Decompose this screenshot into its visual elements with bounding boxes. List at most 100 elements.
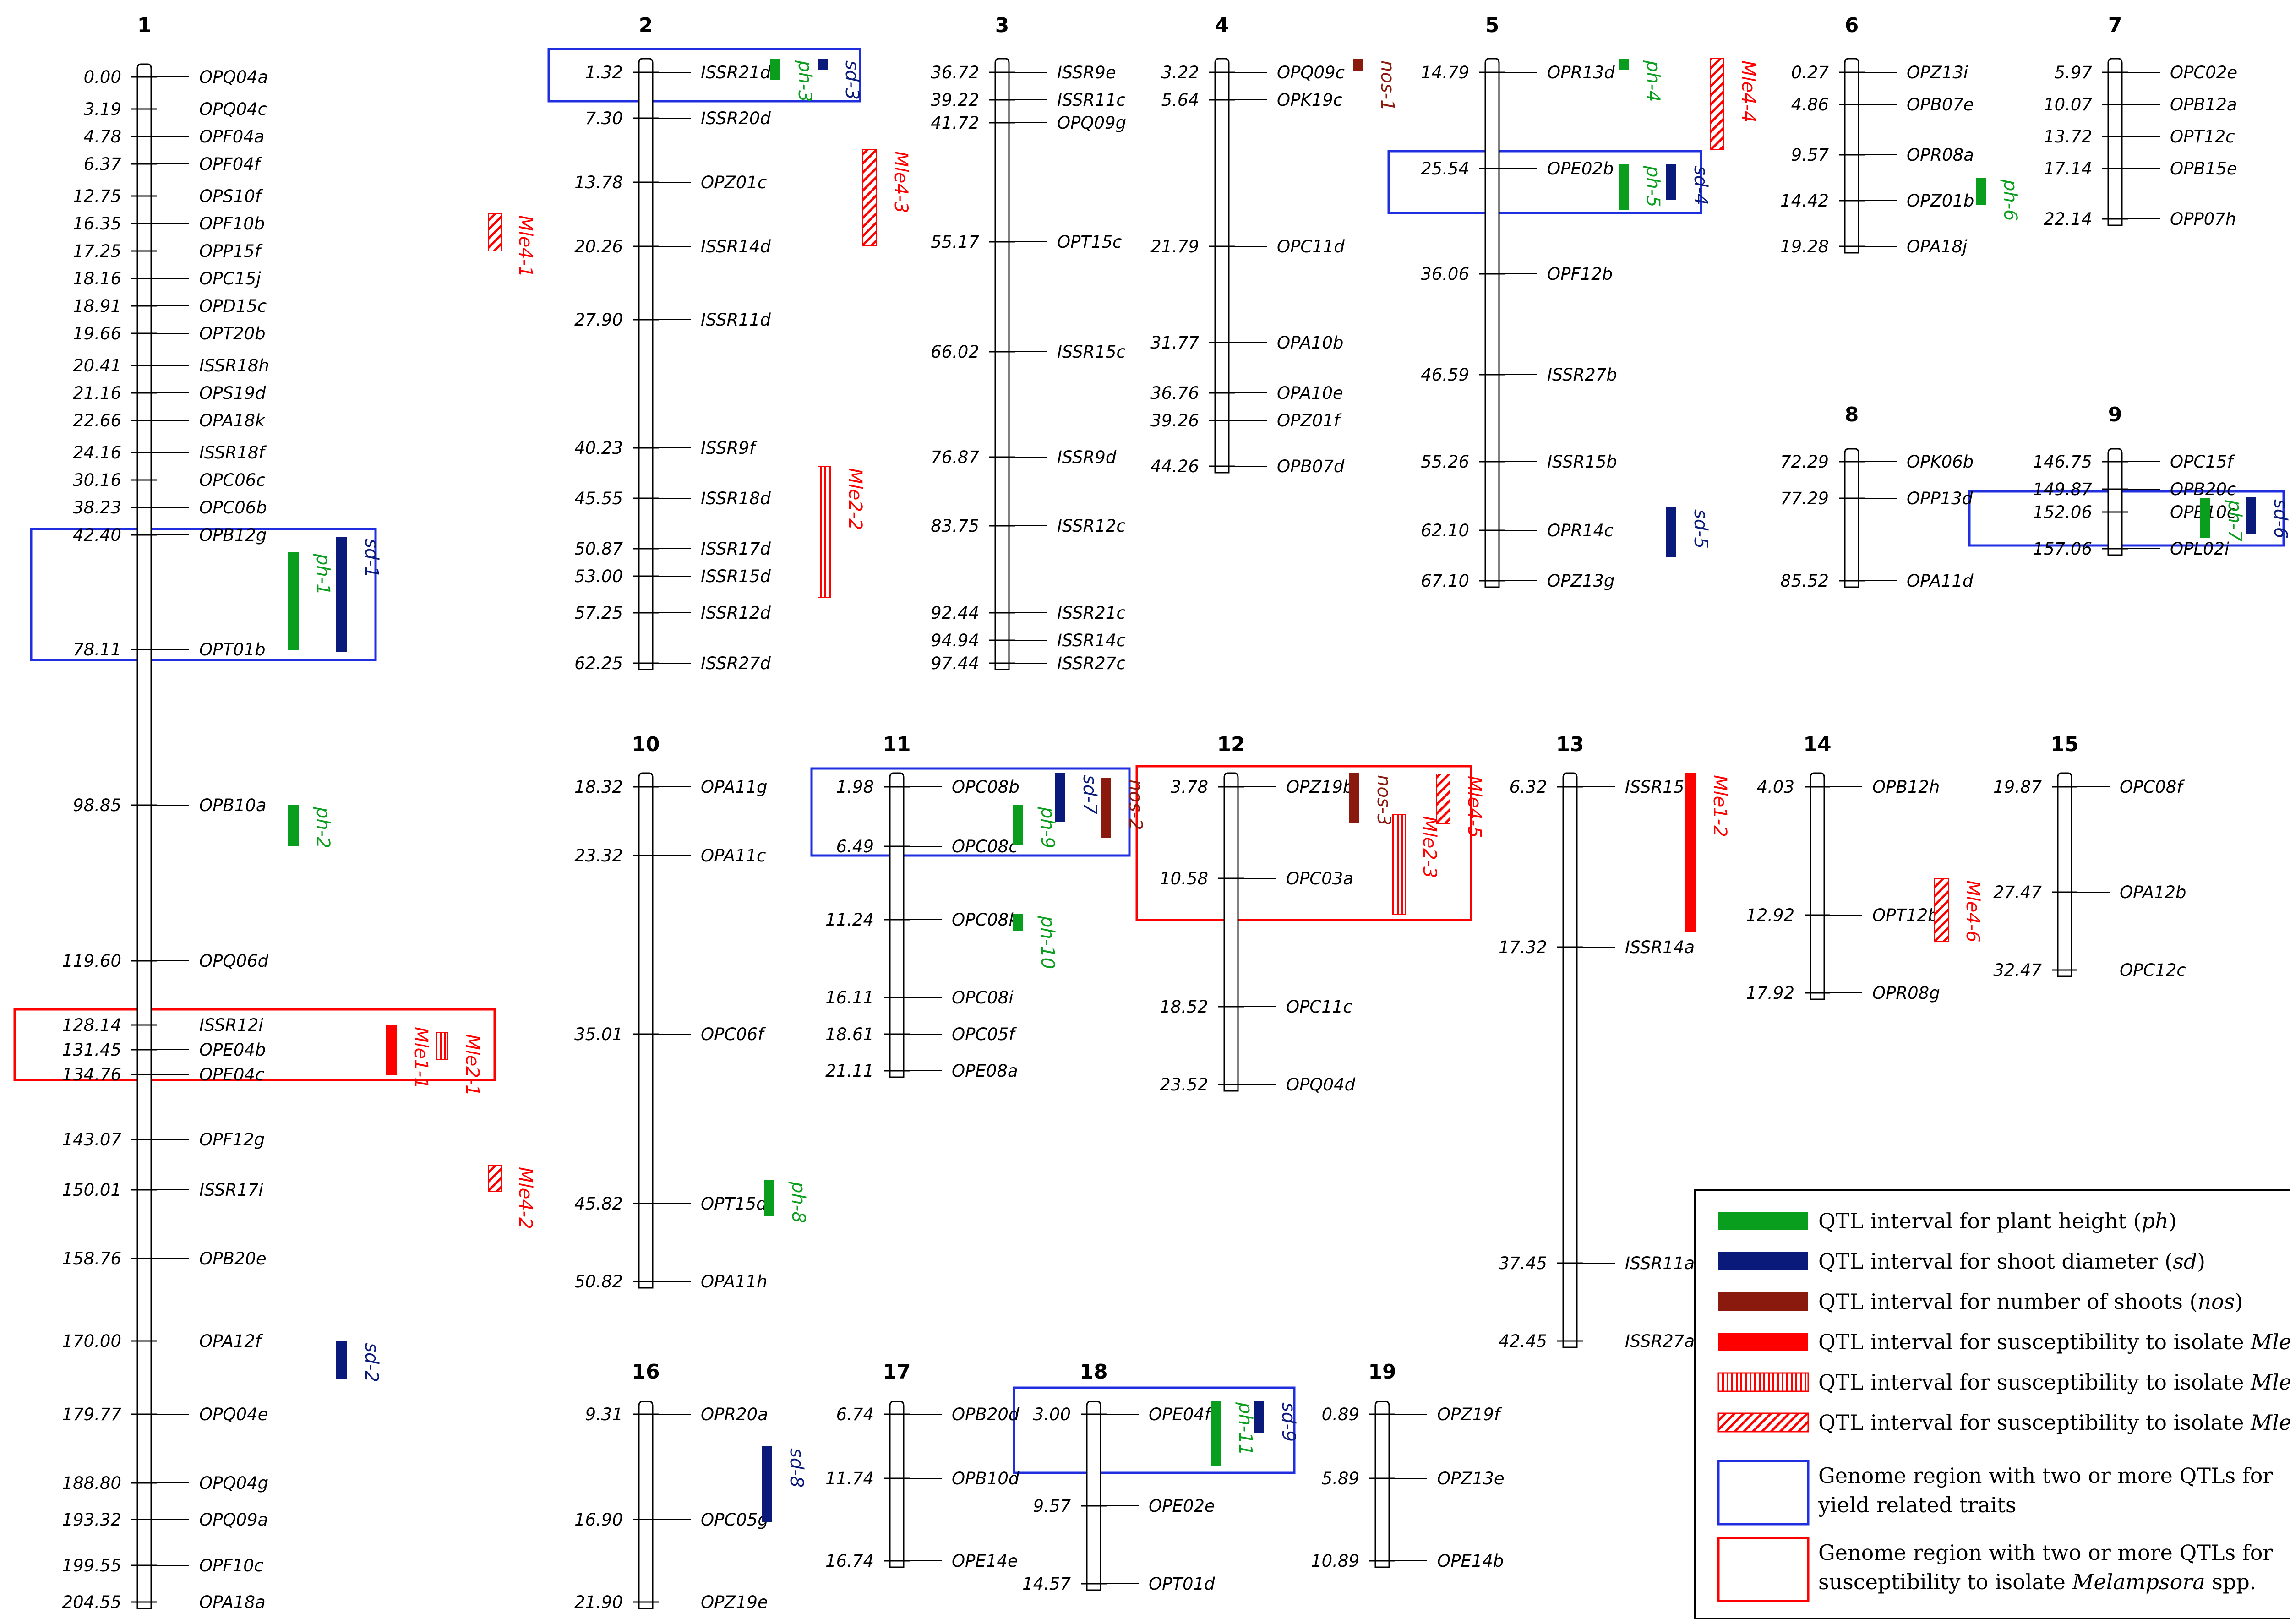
legend-item-sd: QTL interval for shoot diameter (sd): [1718, 1249, 2205, 1274]
marker-position: 6.49: [836, 837, 874, 856]
linkage-group-title: 15: [2050, 733, 2078, 756]
legend-item-Mle4: QTL interval for susceptibility to isola…: [1718, 1410, 2290, 1435]
marker-name: OPC05g: [701, 1510, 769, 1530]
qtl-label: ph-5: [1642, 165, 1663, 207]
legend-item-Mle2: QTL interval for susceptibility to isola…: [1718, 1370, 2290, 1395]
marker-position: 16.74: [825, 1551, 874, 1571]
marker-position: 157.06: [2033, 539, 2092, 559]
qtl-label: sd-8: [786, 1448, 807, 1488]
qtl-label: sd-3: [841, 60, 862, 100]
qtl-label: ph-4: [1642, 60, 1663, 102]
linkage-group-title: 19: [1368, 1360, 1396, 1384]
marker-name: OPB12h: [1872, 777, 1940, 797]
marker-name: OPB07d: [1277, 457, 1345, 476]
legend-text: QTL interval for susceptibility to isola…: [1818, 1330, 2290, 1354]
marker-position: 152.06: [2033, 502, 2092, 522]
qtl-label: sd-7: [1079, 775, 1100, 815]
marker-name: OPB10d: [952, 1469, 1020, 1488]
marker-position: 0.89: [1322, 1405, 1359, 1424]
marker-position: 22.66: [73, 411, 121, 431]
legend-swatch: [1718, 1212, 1808, 1230]
marker-position: 16.90: [574, 1510, 623, 1530]
legend-swatch: [1718, 1333, 1808, 1351]
qtl-bar-sd-9: [1254, 1401, 1264, 1433]
marker-name: OPE02b: [1547, 159, 1614, 179]
marker-position: 0.27: [1791, 63, 1829, 82]
marker-position: 13.72: [2044, 127, 2092, 147]
chromosome-bar: [638, 58, 654, 670]
marker-position: 30.16: [73, 470, 121, 490]
yield-region-box-lg11: [810, 767, 1131, 857]
legend-text: QTL interval for plant height (ph): [1818, 1209, 2177, 1233]
marker-name: OPZ19e: [701, 1592, 768, 1612]
marker-position: 76.87: [931, 447, 979, 467]
qtl-bar-ph-4: [1619, 59, 1629, 70]
marker-position: 22.14: [2044, 209, 2092, 229]
legend-text: QTL interval for susceptibility to isola…: [1818, 1370, 2290, 1395]
marker-position: 32.47: [1993, 960, 2042, 980]
chromosome-bar: [136, 63, 152, 1609]
marker-position: 62.25: [574, 654, 623, 673]
marker-position: 19.66: [73, 324, 121, 343]
marker-name: OPZ13g: [1547, 571, 1614, 591]
qtl-bar-Mle1-2: [1685, 773, 1696, 932]
legend-text: Genome region with two or more QTLs for: [1818, 1463, 2273, 1488]
qtl-label: sd-5: [1690, 509, 1711, 549]
marker-name: ISSR11c: [1057, 90, 1126, 110]
qtl-bar-Mle2-2: [818, 466, 831, 598]
marker-position: 14.57: [1022, 1574, 1071, 1594]
marker-name: OPE04c: [199, 1065, 264, 1084]
qtl-label: ph-10: [1037, 916, 1058, 969]
marker-name: OPC12c: [2120, 960, 2186, 980]
qtl-label: sd-9: [1278, 1402, 1299, 1442]
marker-position: 18.16: [73, 269, 121, 289]
marker-name: ISSR12i: [199, 1015, 263, 1035]
chromosome-bar: [2107, 448, 2123, 556]
linkage-group-title: 10: [632, 733, 660, 756]
marker-name: OPZ13e: [1437, 1469, 1505, 1488]
linkage-group-title: 6: [1845, 14, 1859, 37]
marker-position: 17.14: [2044, 159, 2092, 179]
qtl-bar-Mle2-3: [1392, 814, 1406, 915]
marker-position: 204.55: [62, 1592, 121, 1612]
qtl-label: ph-2: [312, 807, 333, 849]
marker-position: 85.52: [1780, 571, 1829, 591]
marker-name: OPQ04a: [199, 67, 268, 87]
marker-position: 9.57: [1791, 145, 1829, 165]
marker-name: ISSR12c: [1057, 516, 1126, 536]
marker-name: OPS19d: [199, 383, 266, 403]
marker-position: 20.26: [574, 237, 623, 256]
chromosome-bar: [889, 772, 905, 1078]
legend-text: yield related traits: [1818, 1493, 2017, 1517]
marker-position: 14.42: [1780, 191, 1829, 211]
marker-name: OPC03a: [1286, 869, 1353, 888]
qtl-bar-ph-1: [288, 552, 299, 650]
legend-text: QTL interval for shoot diameter (sd): [1818, 1249, 2205, 1274]
chromosome-bar: [2107, 58, 2123, 226]
marker-name: ISSR14d: [701, 237, 771, 256]
marker-name: OPA18k: [199, 411, 266, 431]
qtl-bar-ph-9: [1013, 805, 1023, 845]
qtl-bar-Mle4-2: [488, 1165, 502, 1192]
marker-name: ISSR11a: [1625, 1253, 1695, 1273]
legend-swatch: [1718, 1292, 1808, 1311]
legend-swatch: [1718, 1412, 1809, 1433]
qtl-label: Mle2-1: [462, 1034, 483, 1096]
legend-item-Mle1: QTL interval for susceptibility to isola…: [1718, 1330, 2290, 1354]
marker-position: 12.75: [73, 186, 121, 206]
marker-name: OPR13d: [1547, 63, 1615, 82]
qtl-bar-ph-3: [770, 59, 780, 80]
marker-position: 27.47: [1993, 883, 2042, 902]
marker-name: OPL02i: [2170, 539, 2230, 559]
marker-position: 66.02: [931, 342, 979, 362]
legend-swatch: [1718, 1252, 1808, 1270]
qtl-bar-ph-8: [764, 1180, 774, 1216]
marker-name: OPT01b: [199, 640, 266, 659]
linkage-group-title: 17: [883, 1360, 911, 1384]
marker-position: 149.87: [2033, 480, 2093, 499]
